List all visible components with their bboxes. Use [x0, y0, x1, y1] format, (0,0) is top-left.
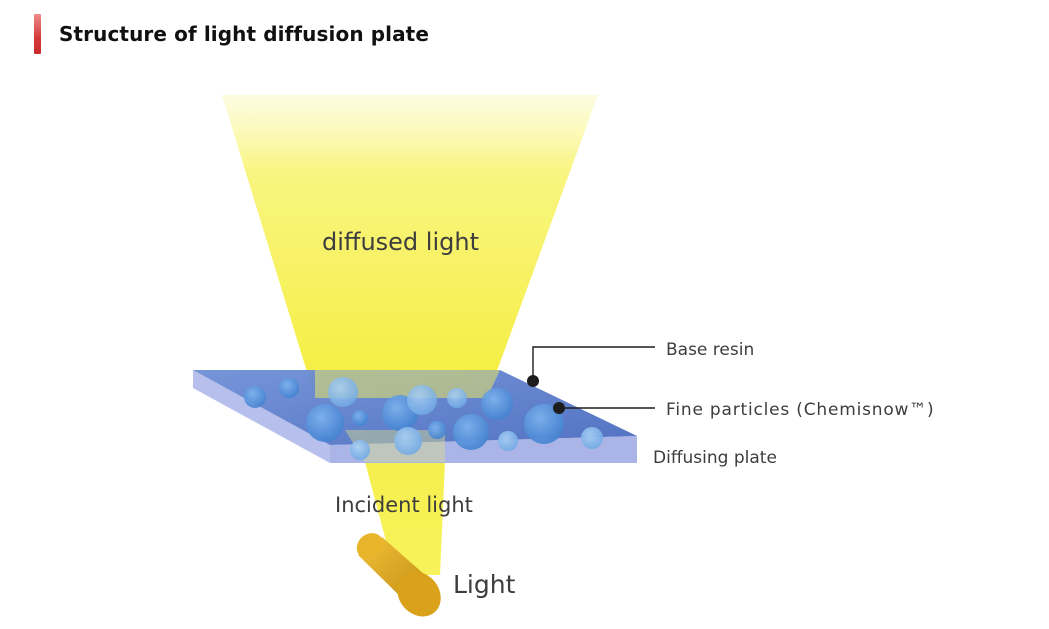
base-resin-label: Base resin: [666, 340, 754, 360]
diffused-light-beam: [222, 95, 598, 398]
incident-light-label: Incident light: [335, 493, 473, 517]
diffusing-plate-label: Diffusing plate: [653, 448, 777, 468]
light-source-icon: [356, 533, 441, 617]
particle: [306, 404, 344, 442]
particle: [481, 388, 513, 420]
particle: [350, 440, 370, 460]
base-resin-callout: Base resin: [527, 340, 754, 387]
callout-line: [532, 346, 655, 381]
fine-particles-callout: Fine particles (Chemisnow™): [553, 400, 934, 420]
particle: [279, 378, 299, 398]
particle: [498, 431, 518, 451]
section-title: Structure of light diffusion plate: [59, 22, 430, 46]
particle: [453, 414, 489, 450]
incident-light-beam: [365, 462, 445, 575]
particle: [407, 385, 437, 415]
particle: [581, 427, 603, 449]
heading-accent-bar: [34, 14, 41, 54]
particle: [394, 427, 422, 455]
cylinder-top: [356, 533, 384, 559]
cylinder-face: [397, 571, 441, 617]
particle: [447, 388, 467, 408]
particle: [524, 404, 564, 444]
particle: [428, 421, 446, 439]
section-heading: Structure of light diffusion plate: [34, 14, 429, 54]
diffused-light-label: diffused light: [322, 228, 479, 256]
fine-particles: [244, 377, 603, 460]
fine-particles-label: Fine particles (Chemisnow™): [666, 400, 934, 420]
particle: [328, 377, 358, 407]
plate-front-face: [193, 370, 330, 463]
particle: [244, 386, 266, 408]
particle: [352, 410, 368, 426]
light-label: Light: [453, 570, 516, 599]
